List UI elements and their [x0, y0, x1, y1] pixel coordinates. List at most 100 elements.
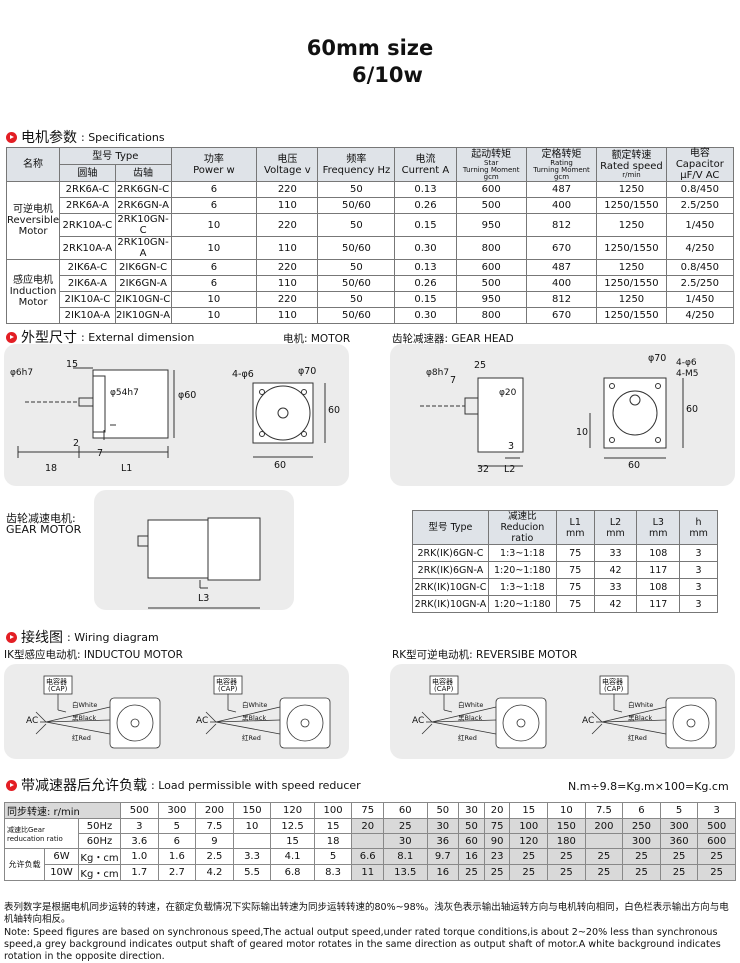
spec-cell: 2IK10GN-A — [114, 307, 172, 324]
dim-label: 60 — [328, 405, 341, 416]
load-cell: 25 — [622, 848, 661, 865]
load-cell: 75 — [483, 818, 511, 834]
spec-cell: 0.15 — [394, 291, 457, 308]
spec-cell: 600 — [455, 181, 527, 198]
spec-cell: 2IK6GN-C — [114, 259, 172, 276]
spec-cell: 2IK10A-C — [59, 291, 116, 308]
dim-label: 25 — [474, 360, 487, 371]
dim-cell: 117 — [636, 595, 681, 613]
wire-label: AC — [412, 716, 425, 726]
wire-label: 白White — [72, 701, 98, 709]
spec-cell: 50 — [317, 213, 396, 237]
wire-label: 电容器 — [216, 678, 237, 686]
dim-cell: 33 — [593, 578, 638, 596]
spec-cell: 0.13 — [394, 259, 457, 276]
load-cell: 120 — [509, 833, 549, 849]
wire-label: (CAP) — [48, 685, 68, 693]
spec-cell: 6 — [170, 259, 258, 276]
spec-cell: 2RK6A-A — [59, 197, 116, 214]
unit-label: Kg・cm — [78, 848, 121, 865]
load-cell: 60 — [383, 802, 428, 819]
load-cell: 25 — [584, 864, 624, 881]
load-cell: 9.7 — [426, 848, 460, 865]
dim-cell: 3 — [679, 595, 718, 613]
load-cell: 6.6 — [351, 848, 384, 865]
dim-label: L2 — [504, 464, 516, 475]
spec-cell: 50/60 — [317, 197, 396, 214]
spec-cell: 2RK6GN-C — [114, 181, 172, 198]
spec-cell: 670 — [525, 236, 598, 260]
spec-cell: 1250/1550 — [596, 197, 667, 214]
load-cell: 30 — [426, 818, 460, 834]
load-cell: 25 — [659, 864, 699, 881]
dim-cell: 75 — [555, 561, 595, 579]
load-cell: 5 — [313, 848, 353, 865]
load-cell: 36 — [426, 833, 460, 849]
spec-cell: 2IK10A-A — [59, 307, 116, 324]
dim-cell: 1:20~1:180 — [487, 595, 557, 613]
spec-cell: 220 — [256, 181, 319, 198]
spec-cell: 400 — [525, 197, 598, 214]
wire-label: 电容器 — [602, 678, 623, 686]
spec-cell: 110 — [256, 307, 319, 324]
wire-label: 电容器 — [46, 678, 67, 686]
load-cell: 150 — [232, 802, 272, 819]
spec-cell: 500 — [455, 197, 527, 214]
wire-label: AC — [196, 716, 209, 726]
dim-label: 7 — [97, 448, 104, 459]
load-cell: 20 — [351, 818, 384, 834]
load-cell: 30 — [458, 802, 485, 819]
dim-label: φ6h7 — [10, 368, 34, 378]
spec-cell: 0.30 — [394, 236, 457, 260]
spec-cell: 6 — [170, 197, 258, 214]
dim-cell: 33 — [593, 544, 638, 562]
motor-label: 电机: MOTOR — [283, 333, 351, 345]
load-cell: 5 — [157, 818, 197, 834]
dim-cell: 3 — [679, 561, 718, 579]
load-cell: 4.2 — [195, 864, 234, 881]
spec-cell: 220 — [256, 213, 319, 237]
load-cell: 25 — [697, 864, 736, 881]
dim-label: φ8h7 — [426, 368, 450, 378]
spec-cell: 10 — [170, 236, 258, 260]
spec-cell: 2RK10A-A — [59, 236, 116, 260]
dim-cell: 2RK(IK)10GN-C — [412, 578, 489, 596]
motor-drawing-panel — [4, 344, 349, 486]
load-cell: 1.7 — [120, 864, 159, 881]
wire-label: 红Red — [72, 734, 91, 742]
dim-label: 60 — [628, 460, 641, 471]
dim-cell: 2RK(IK)10GN-A — [412, 595, 489, 613]
wire-label: 红Red — [458, 734, 477, 742]
dimension-section-heading: 外型尺寸: External dimension — [6, 327, 194, 347]
load-cell: 120 — [270, 802, 315, 819]
load-cell: 100 — [313, 802, 353, 819]
wire-label: 电容器 — [432, 678, 453, 686]
wiring-section-heading: 接线图: Wiring diagram — [6, 627, 159, 647]
spec-cell: 1250 — [596, 213, 667, 237]
dim-label: L1 — [121, 463, 133, 474]
spec-cell: 800 — [455, 236, 527, 260]
spec-cell: 0.8/450 — [665, 259, 735, 276]
spec-cell: 812 — [525, 213, 598, 237]
bullet-icon — [6, 331, 17, 343]
bullet-icon — [6, 779, 17, 791]
spec-cell: 950 — [455, 291, 527, 308]
motor-front-view — [252, 382, 326, 458]
rk-motor-label: RK型可逆电动机: REVERSIBE MOTOR — [392, 649, 578, 661]
wire-label: AC — [26, 716, 39, 726]
load-cell: 25 — [584, 848, 624, 865]
spec-cell: 500 — [455, 275, 527, 292]
